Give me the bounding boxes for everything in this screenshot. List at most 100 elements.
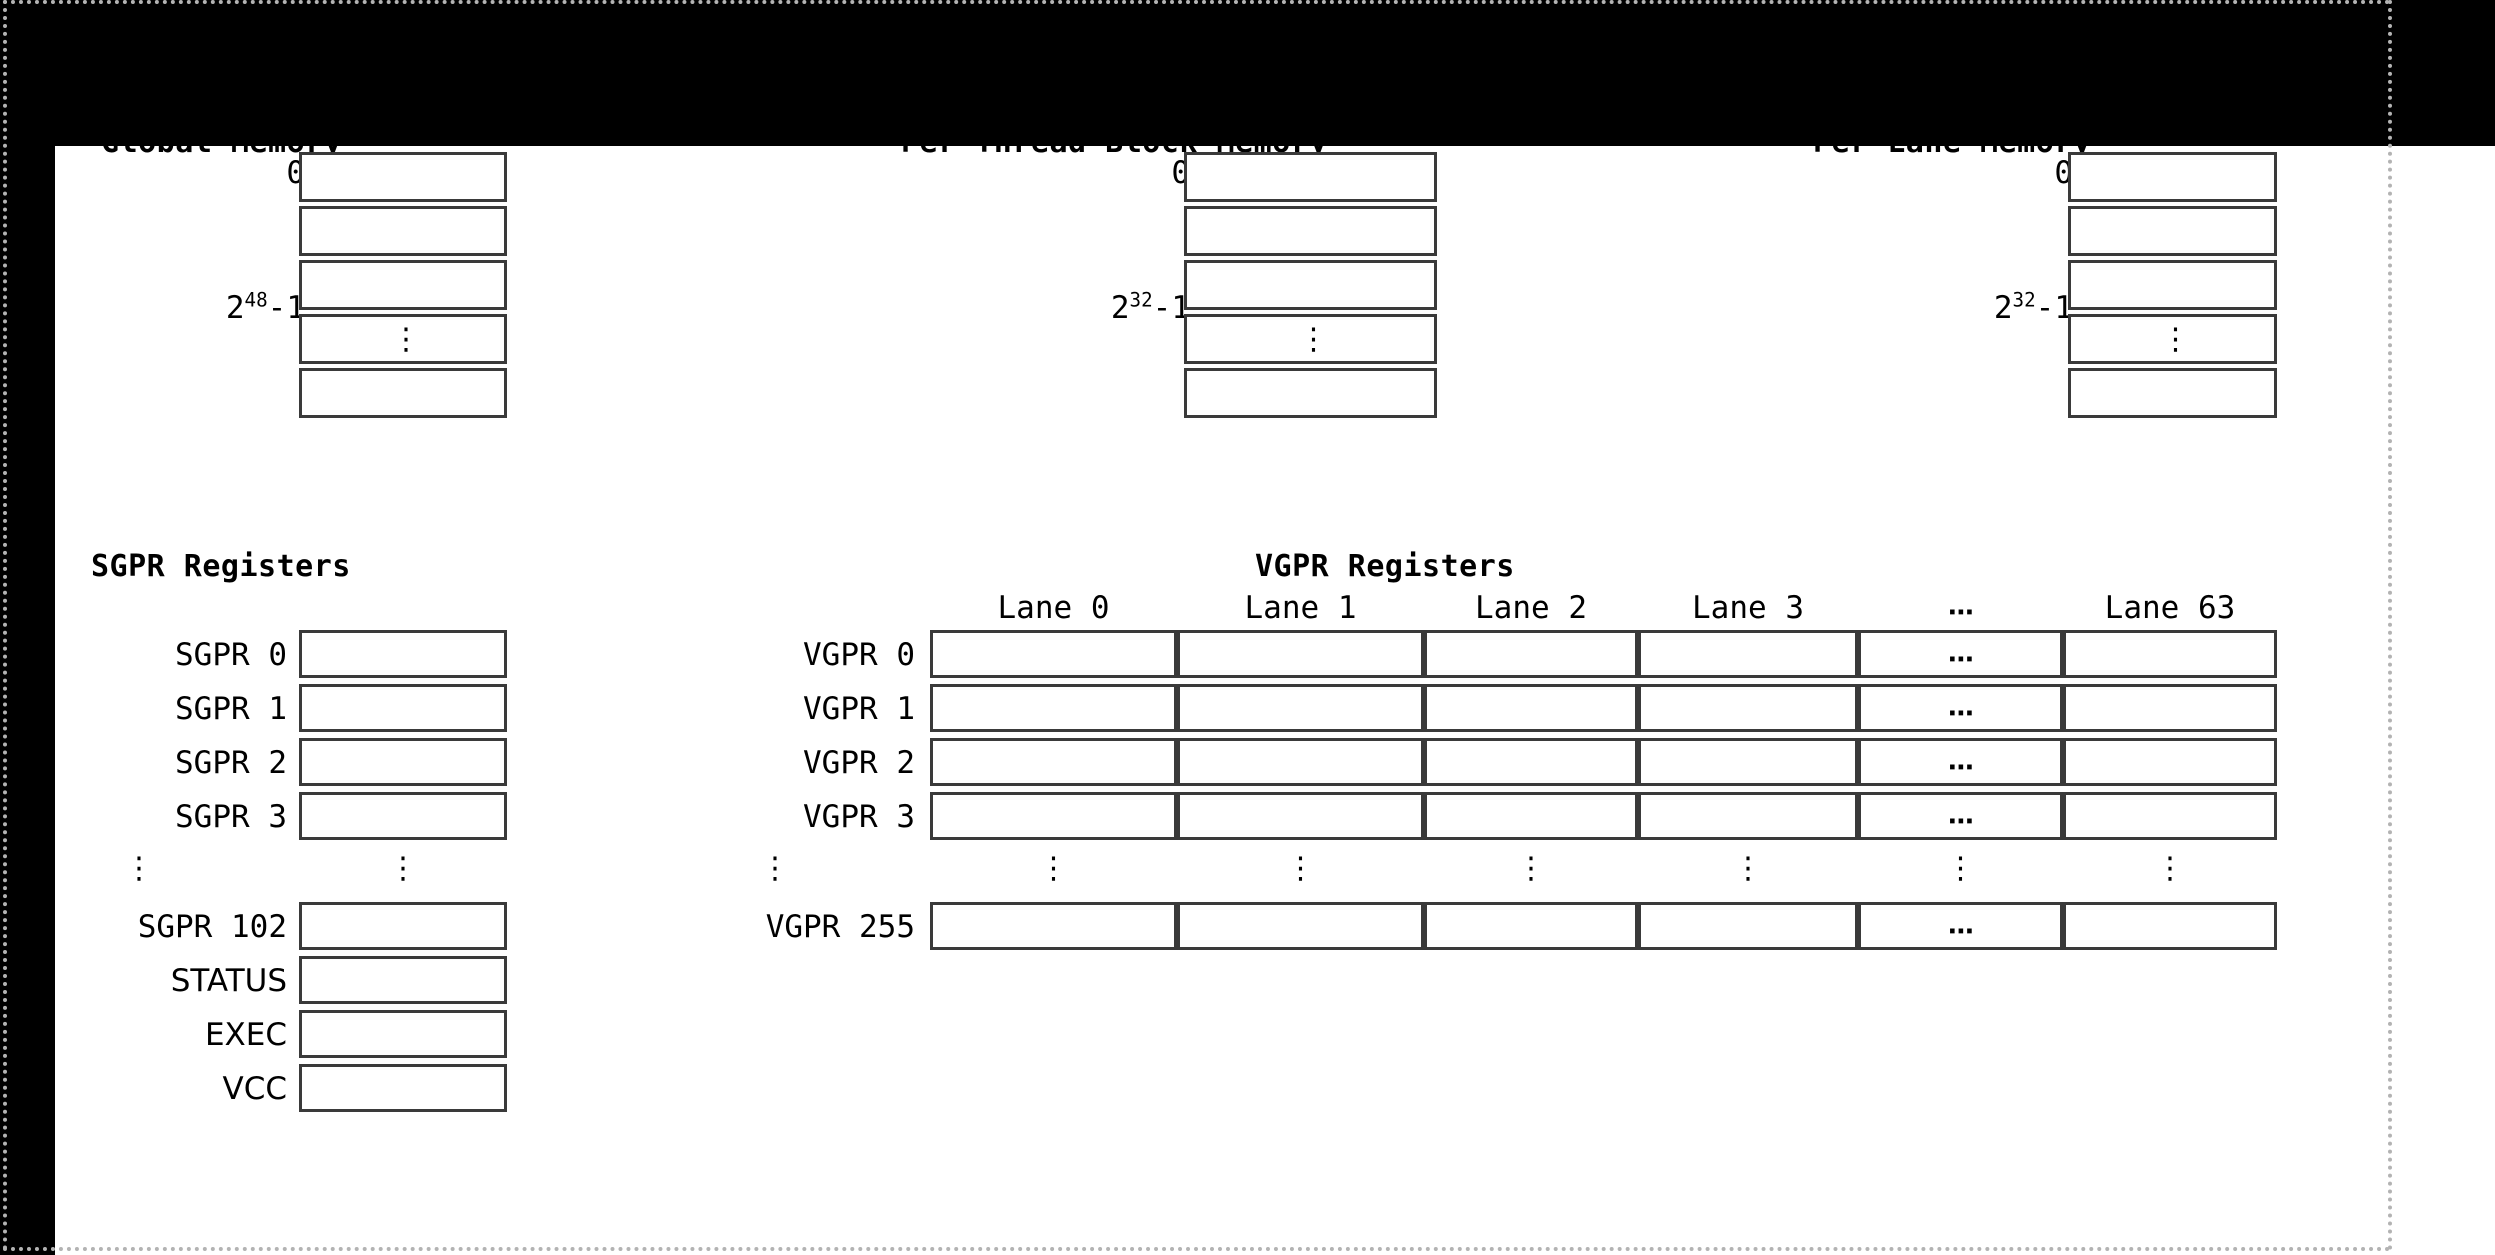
vgpr-cell[interactable] [930,792,1177,840]
vgpr-cell[interactable] [1638,738,1858,786]
sgpr-label-ellipsis: ⋮ [124,851,154,886]
vgpr-cell-ellipsis[interactable]: ⋯ [1858,902,2063,950]
sgpr-row-label: SGPR 0 [175,637,287,673]
vgpr-cell[interactable] [1638,902,1858,950]
vgpr-cell[interactable] [1424,902,1638,950]
vgpr-cell[interactable] [930,684,1177,732]
vgpr-column-header-ellipsis: ⋯ [1948,598,1974,628]
vgpr-cell-ellipsis[interactable]: ⋯ [1858,738,2063,786]
vgpr-cell[interactable] [1424,630,1638,678]
vgpr-column-header-lane-1: Lane 1 [1244,590,1357,626]
vgpr-cell[interactable] [1638,792,1858,840]
vgpr-cell-ellipsis[interactable]: ⋯ [1858,630,2063,678]
per-lane-memory-cell-ellipsis[interactable]: ⋮ [2068,314,2277,364]
vgpr-column-ellipsis: ⋮ [1285,851,1316,886]
global-memory-cell[interactable] [299,206,507,256]
sgpr-row-box-vcc[interactable] [299,1064,507,1112]
vgpr-row-label: VGPR 2 [803,745,915,781]
vgpr-cell[interactable] [930,902,1177,950]
vgpr-cell-ellipsis[interactable]: ⋯ [1858,684,2063,732]
vgpr-cell[interactable] [930,630,1177,678]
sgpr-row-box[interactable] [299,630,507,678]
vgpr-cell[interactable] [1424,792,1638,840]
ptb-memory-end-exponent: 32 [1129,288,1153,312]
vgpr-column-ellipsis: ⋮ [1945,851,1976,886]
sgpr-row-label-vcc: VCC [222,1071,288,1107]
vgpr-cell[interactable] [1177,738,1424,786]
per-thread-block-memory-cell[interactable] [1184,260,1437,310]
sgpr-row-label-exec: EXEC [204,1017,287,1053]
sgpr-box-ellipsis: ⋮ [388,851,418,886]
per-lane-memory-start-address: 0 [2054,155,2073,191]
vgpr-cell[interactable] [2063,684,2277,732]
per-lane-memory-cell[interactable] [2068,260,2277,310]
vgpr-column-header-lane-63: Lane 63 [2104,590,2236,626]
sgpr-row-label: SGPR 102 [137,909,287,945]
vgpr-column-ellipsis: ⋮ [2155,851,2185,886]
plm-end-exponent: 32 [2012,288,2036,312]
global-memory-cell-ellipsis[interactable]: ⋮ [299,314,507,364]
plm-end-suffix: -1 [2035,290,2073,326]
vgpr-cell[interactable] [1424,684,1638,732]
sgpr-row-box[interactable] [299,684,507,732]
sgpr-row-label: SGPR 3 [175,799,287,835]
per-thread-block-memory-cell[interactable] [1184,206,1437,256]
vgpr-cell-horizontal-ellipsis: ⋯ [1948,807,1974,837]
global-memory-end-address: 248-1 [165,290,305,326]
vgpr-cell[interactable] [1177,902,1424,950]
per-thread-block-memory-cell-ellipsis[interactable]: ⋮ [1184,314,1437,364]
vgpr-cell[interactable] [2063,792,2277,840]
vgpr-column-header-lane-0: Lane 0 [997,590,1110,626]
vgpr-row-label: VGPR 3 [803,799,915,835]
plm-end-base: 2 [1993,290,2013,326]
sgpr-row-box[interactable] [299,792,507,840]
sgpr-row-box-exec[interactable] [299,1010,507,1058]
vgpr-cell[interactable] [1638,630,1858,678]
per-thread-block-memory-end-address: 232-1 [1050,291,1190,324]
global-memory-end-exponent: 48 [244,288,268,312]
vgpr-cell-horizontal-ellipsis: ⋯ [1948,917,1974,947]
sgpr-row-label: SGPR 1 [175,691,287,727]
vgpr-cell[interactable] [1177,630,1424,678]
vgpr-cell[interactable] [1638,684,1858,732]
global-memory-end-base: 2 [225,290,245,326]
sgpr-row-box[interactable] [299,738,507,786]
vgpr-row-label: VGPR 1 [803,691,915,727]
vgpr-row-label: VGPR 255 [765,909,915,945]
global-memory-cell[interactable] [299,152,507,202]
vgpr-column-ellipsis: ⋮ [1516,851,1546,886]
global-memory-vertical-ellipsis: ⋮ [391,322,421,357]
vgpr-cell[interactable] [1424,738,1638,786]
vgpr-cell[interactable] [1177,792,1424,840]
vgpr-column-header-lane-2: Lane 2 [1475,590,1587,626]
per-thread-block-memory-cell[interactable] [1184,152,1437,202]
vgpr-cell[interactable] [930,738,1177,786]
sgpr-row-box-status[interactable] [299,956,507,1004]
per-thread-block-memory-cell[interactable] [1184,368,1437,418]
section-title-vgpr-registers: VGPR Registers [1255,549,1515,584]
diagram-canvas: Global Memory 0 248-1 ⋮ Per Thread Block… [55,128,2495,1255]
per-lane-memory-end-address: 232-1 [1933,290,2073,326]
vgpr-cell[interactable] [2063,738,2277,786]
global-memory-cell[interactable] [299,368,507,418]
vgpr-cell-horizontal-ellipsis: ⋯ [1948,753,1974,783]
sgpr-row-label: SGPR 2 [175,745,287,781]
vgpr-row-label-ellipsis: ⋮ [760,851,790,886]
global-memory-cell[interactable] [299,260,507,310]
per-lane-memory-cell[interactable] [2068,206,2277,256]
per-thread-block-memory-start-address: 0 [1171,155,1190,191]
vgpr-column-ellipsis: ⋮ [1733,851,1763,886]
vgpr-cell-horizontal-ellipsis: ⋯ [1948,645,1974,675]
plm-vertical-ellipsis: ⋮ [2160,322,2191,357]
vgpr-cell[interactable] [2063,630,2277,678]
vgpr-cell[interactable] [2063,902,2277,950]
sgpr-row-box[interactable] [299,902,507,950]
vgpr-cell-ellipsis[interactable]: ⋯ [1858,792,2063,840]
vgpr-cell[interactable] [1177,684,1424,732]
per-lane-memory-cell[interactable] [2068,368,2277,418]
per-lane-memory-cell[interactable] [2068,152,2277,202]
vgpr-column-ellipsis: ⋮ [1038,851,1069,886]
vgpr-column-header-lane-3: Lane 3 [1692,590,1804,626]
section-title-sgpr-registers: SGPR Registers [91,549,351,584]
